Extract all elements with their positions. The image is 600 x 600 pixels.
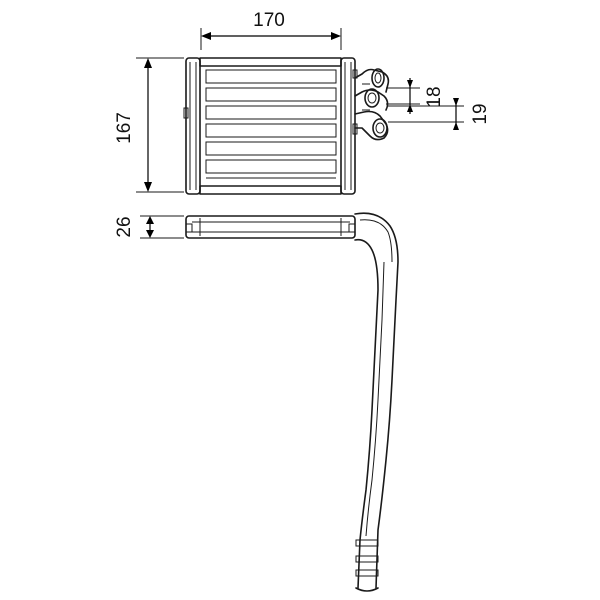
- core-fins: [205, 69, 337, 179]
- heater-core-front-view: [183, 57, 390, 195]
- dimension-width: 170: [200, 10, 342, 50]
- dimension-depth: 26: [114, 215, 184, 239]
- coolant-pipe: [354, 212, 399, 592]
- dim-pipe-bottom-label: 19: [470, 103, 491, 124]
- dimension-pipe-top: 18: [386, 78, 445, 114]
- dim-pipe-top-label: 18: [424, 86, 445, 107]
- pipe-connectors: [354, 68, 390, 141]
- dim-width-label: 170: [253, 10, 285, 31]
- dim-depth-label: 26: [114, 216, 135, 237]
- dimension-height: 167: [114, 57, 184, 193]
- dim-height-label: 167: [114, 112, 135, 144]
- dimension-pipe-bottom: 19: [388, 98, 491, 130]
- heater-core-top-view: [185, 215, 356, 239]
